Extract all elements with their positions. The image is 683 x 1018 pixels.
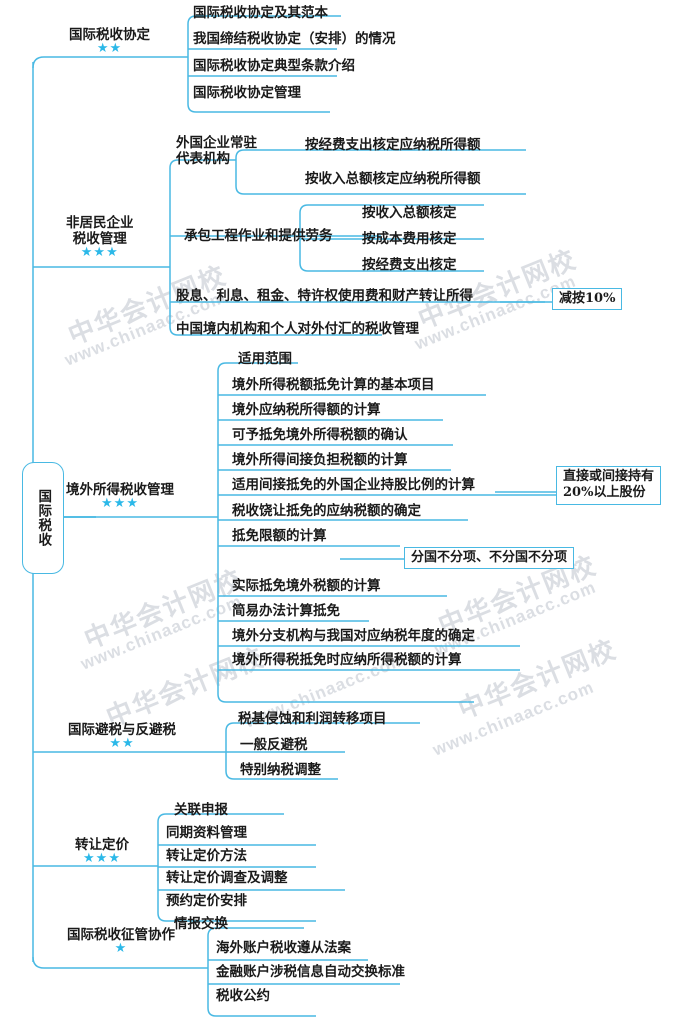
difficulty-stars: ★★★ [83,850,121,866]
leaf-node[interactable]: 按经费支出核定 [362,257,457,273]
leaf-node[interactable]: 抵免限额的计算 [232,528,327,544]
branch-label: 国际避税与反避税 [68,722,176,738]
branch-label-line1: 非居民企业 [66,215,134,231]
branch-label-line2: 税收管理 [72,230,127,247]
tag-line2: 20%以上股份 [563,485,646,501]
leaf-node[interactable]: 中国境内机构和个人对外付汇的税收管理 [176,321,419,337]
leaf-node[interactable]: 适用间接抵免的外国企业持股比例的计算 [232,477,475,493]
difficulty-stars: ★★★ [101,495,139,511]
branch-label: 转让定价 [75,837,129,853]
subbranch-label-line2: 代表机构 [176,150,230,167]
leaf-node[interactable]: 境外所得税额抵免计算的基本项目 [232,377,435,393]
leaf-node[interactable]: 境外分支机构与我国对应纳税年度的确定 [232,628,475,644]
tag-box-limit-method[interactable]: 分国不分项、不分国不分项 [404,547,575,570]
leaf-node[interactable]: 关联申报 [174,802,228,818]
difficulty-stars: ★★★ [80,244,119,260]
leaf-node[interactable]: 预约定价安排 [166,893,247,909]
leaf-node[interactable]: 国际税收协定管理 [193,85,301,101]
tag-box-shareholding[interactable]: 直接或间接持有 20%以上股份 [556,466,662,505]
branch-label: 国际税收征管协作 [67,927,175,943]
branch-node-international-tax-treaty[interactable]: 国际税收协定 ★★ [69,27,150,56]
branch-node-non-resident-enterprise[interactable]: 非居民企业 税收管理 ★★★ [66,215,134,260]
tag-box-reduced-rate[interactable]: 减按10% [552,288,623,311]
leaf-node[interactable]: 海外账户税收遵从法案 [216,940,351,956]
subbranch-node-contracting[interactable]: 承包工程作业和提供劳务 [184,228,333,244]
leaf-node[interactable]: 境外所得间接负担税额的计算 [232,452,408,468]
leaf-node[interactable]: 实际抵免境外税额的计算 [232,578,381,594]
leaf-node[interactable]: 税基侵蚀和利润转移项目 [238,711,387,727]
root-node[interactable]: 国际税收 [22,462,64,574]
root-node-label: 国际税收 [35,489,52,547]
watermark-cn-3: 中华会计网校 [79,563,247,655]
branch-label: 国际税收协定 [69,27,150,43]
difficulty-stars: ★ [114,940,128,956]
leaf-node[interactable]: 可予抵免境外所得税额的确认 [232,427,408,443]
leaf-node[interactable]: 我国缔结税收协定（安排）的情况 [193,31,396,47]
watermark-url-2: www.chinaacc.com [412,271,579,354]
watermark-url-6: www.chinaacc.com [430,677,597,760]
leaf-node[interactable]: 金融账户涉税信息自动交换标准 [216,964,405,980]
leaf-node[interactable]: 按经费支出核定应纳税所得额 [305,137,481,153]
leaf-node[interactable]: 转让定价方法 [166,848,247,864]
leaf-node[interactable]: 股息、利息、租金、特许权使用费和财产转让所得 [176,288,473,304]
leaf-node[interactable]: 特别纳税调整 [240,762,321,778]
branch-node-tax-collection-cooperation[interactable]: 国际税收征管协作 ★ [67,927,175,956]
watermark-url-4: www.chinaacc.com [432,577,599,660]
leaf-node[interactable]: 按成本费用核定 [362,231,457,247]
leaf-node[interactable]: 同期资料管理 [166,825,247,841]
leaf-node[interactable]: 按收入总额核定 [362,205,457,221]
leaf-node[interactable]: 转让定价调查及调整 [166,870,288,886]
difficulty-stars: ★★ [96,40,123,56]
leaf-node[interactable]: 税收饶让抵免的应纳税额的确定 [232,503,421,519]
subbranch-node-rep-office[interactable]: 外国企业常驻 代表机构 [176,135,257,168]
leaf-node[interactable]: 按收入总额核定应纳税所得额 [305,171,481,187]
leaf-node[interactable]: 境外应纳税所得额的计算 [232,402,381,418]
subbranch-label-line1: 外国企业常驻 [176,135,257,151]
branch-node-anti-avoidance[interactable]: 国际避税与反避税 ★★ [68,722,176,751]
tag-line1: 直接或间接持有 [563,469,655,484]
branch-label: 境外所得税收管理 [66,482,174,498]
branch-node-overseas-income-tax[interactable]: 境外所得税收管理 ★★★ [66,482,174,511]
leaf-node[interactable]: 情报交换 [174,916,228,932]
leaf-node[interactable]: 税收公约 [216,988,270,1004]
watermark-url-3: www.chinaacc.com [78,591,245,674]
leaf-node[interactable]: 适用范围 [238,351,292,367]
leaf-node[interactable]: 境外所得税抵免时应纳所得税额的计算 [232,652,462,668]
difficulty-stars: ★★ [109,735,135,751]
branch-node-transfer-pricing[interactable]: 转让定价 ★★★ [75,837,129,866]
watermark-cn-6: 中华会计网校 [453,633,621,725]
leaf-node[interactable]: 国际税收协定及其范本 [193,5,328,21]
leaf-node[interactable]: 国际税收协定典型条款介绍 [193,58,355,74]
leaf-node[interactable]: 一般反避税 [240,737,308,753]
leaf-node[interactable]: 简易办法计算抵免 [232,603,340,619]
